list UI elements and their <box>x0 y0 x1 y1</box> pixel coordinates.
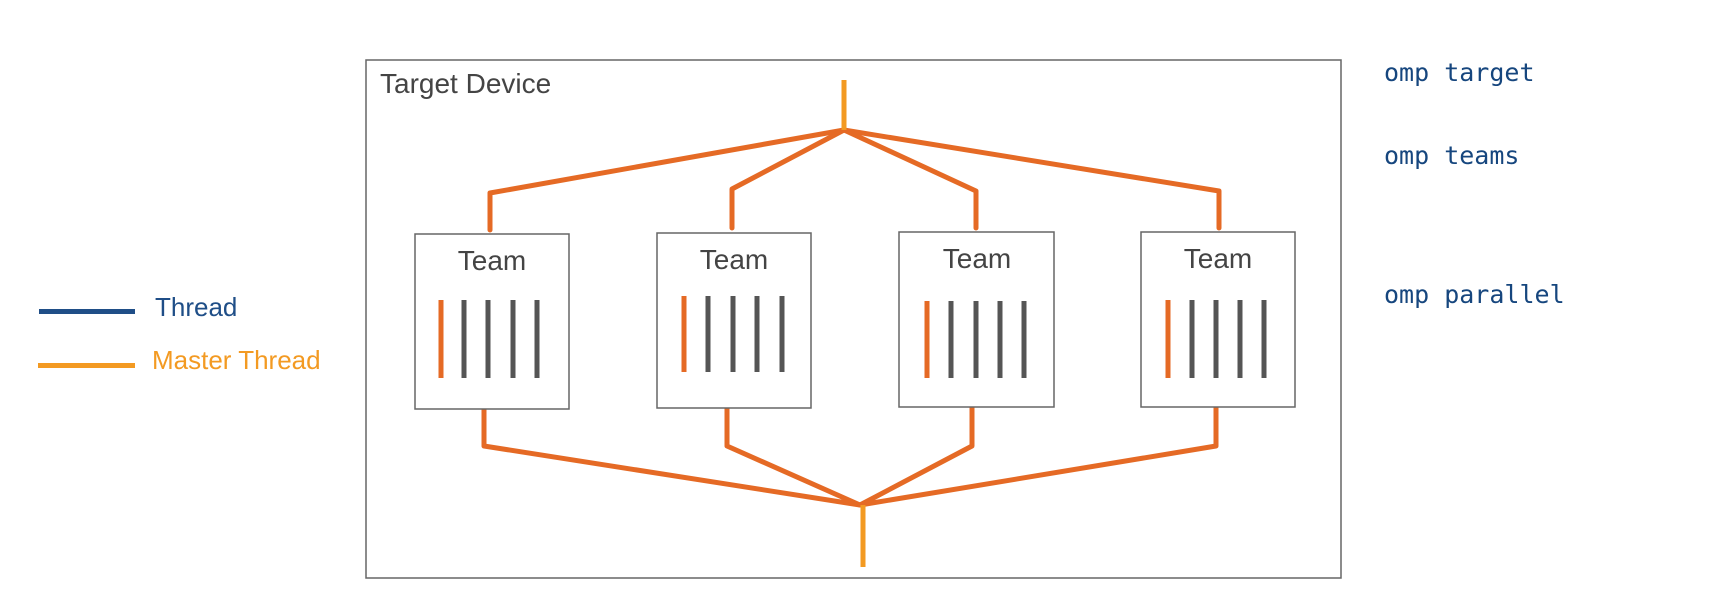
team-1: Team <box>414 233 570 410</box>
join-lines <box>481 404 1219 508</box>
team-4: Team <box>1140 231 1296 408</box>
fork-lines <box>487 127 1222 233</box>
team-label: Team <box>458 245 526 276</box>
legend-thread-label: Thread <box>155 292 238 322</box>
target-device-label: Target Device <box>380 68 551 99</box>
fork-line-2 <box>729 127 847 231</box>
legend-master-thread-label: Master Thread <box>152 345 321 375</box>
legend-master-thread-swatch <box>38 363 135 368</box>
team-2: Team <box>656 232 812 409</box>
target-device-frame <box>365 59 1342 579</box>
legend-thread-swatch <box>39 309 135 314</box>
fork-line-4 <box>841 127 1222 231</box>
join-line-2 <box>724 404 863 508</box>
team-label: Team <box>700 244 768 275</box>
fork-line-1 <box>487 127 847 233</box>
team-label: Team <box>943 243 1011 274</box>
team-3: Team <box>898 231 1055 408</box>
join-line-1 <box>481 404 863 508</box>
annotation-omp-target: omp target <box>1384 58 1535 87</box>
join-line-4 <box>857 404 1219 508</box>
annotation-omp-teams: omp teams <box>1384 141 1520 170</box>
join-line-3 <box>857 404 975 508</box>
fork-line-3 <box>841 127 979 231</box>
team-label: Team <box>1184 243 1252 274</box>
annotation-omp-parallel: omp parallel <box>1384 280 1565 309</box>
